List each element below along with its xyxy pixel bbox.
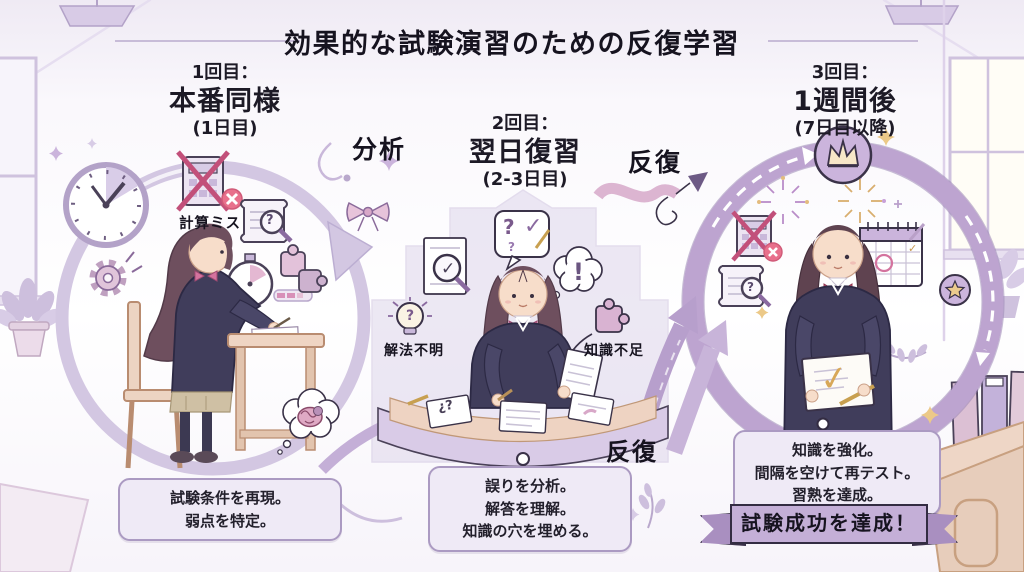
student-2-illustration	[469, 266, 604, 409]
crossed-calculator-small-icon	[731, 210, 783, 262]
crown-badge-icon	[813, 125, 873, 185]
stage2-timing: (2-3日目)	[482, 169, 568, 191]
arrowhead-icon	[668, 296, 698, 334]
plant-icon	[0, 278, 62, 357]
note-line: 解答を理解。	[484, 499, 575, 518]
banner-text: 試験成功を達成！	[730, 504, 928, 544]
repeat-label-top: 反復	[628, 148, 683, 177]
gear-icon	[89, 251, 143, 297]
note-line: 知識を強化。	[791, 441, 882, 459]
cycle-arrowhead-icon	[327, 220, 374, 282]
stage3-name: 1週間後	[793, 85, 897, 117]
magnifier-question-small-glyph: ?	[747, 280, 754, 294]
scroll-magnifier-icon	[240, 199, 293, 243]
document-check-magnifier-icon	[423, 237, 471, 295]
paper-scribble-glyph: ¿?	[436, 397, 455, 416]
issue-tag-method-unknown: 解法不明	[384, 343, 444, 359]
ribbon-bow-icon	[346, 201, 390, 232]
issue-tag-knowledge-gap: 知識不足	[584, 343, 644, 359]
analysis-flourish	[49, 138, 399, 232]
lightbulb-question-icon	[388, 297, 432, 335]
crossed-calculator-icon	[176, 150, 243, 212]
ceiling-light-icon	[58, 0, 136, 27]
ceiling-light-icon	[884, 0, 960, 25]
stage2-desk	[377, 392, 669, 468]
note-line: 間隔を空けて再テスト。	[754, 463, 920, 482]
exclamation-thought-bubble-icon	[546, 246, 603, 306]
window-left	[0, 56, 43, 306]
calendar-check-glyph: ✓	[908, 242, 918, 255]
success-banner: 試験成功を達成！	[700, 504, 958, 550]
note-line: 試験条件を再現。	[169, 489, 290, 507]
error-badge-icon	[763, 242, 783, 262]
analysis-label: 分析	[352, 135, 407, 164]
stage2-name: 翌日復習	[469, 136, 581, 168]
stage1-heading: 1回目： 本番同様 (1日目)	[120, 62, 330, 141]
stage2-heading: 2回目： 翌日復習 (2-3日目)	[420, 113, 630, 192]
speech-bubble-qa-icon	[494, 210, 551, 272]
stage1-note: 試験条件を再現。 弱点を特定。	[118, 478, 342, 541]
desk-corner	[0, 482, 90, 572]
stage2-note: 誤りを分析。 解答を理解。 知識の穴を埋める。	[428, 466, 632, 552]
speech-check-glyph: ✓	[524, 214, 543, 239]
issue-tag-calc-mistake: 計算ミス	[179, 216, 241, 232]
note-line: 習熟を達成。	[791, 486, 882, 504]
stage1-timing: (1日目)	[192, 118, 258, 140]
speech-question-small-glyph: ?	[508, 240, 515, 254]
note-line: 弱点を特定。	[184, 511, 275, 530]
student-1-illustration	[123, 223, 325, 469]
speech-question-glyph: ?	[503, 215, 515, 239]
error-badge-icon	[221, 188, 243, 210]
star-badge-icon	[939, 274, 971, 306]
stage3-heading: 3回目： 1週間後 (7日目以降)	[740, 62, 950, 141]
note-line: 知識の穴を埋める。	[462, 522, 598, 540]
scroll-magnifier-small-icon	[718, 265, 772, 308]
arrowhead-icon	[688, 172, 708, 192]
brain-thought-bubble-icon	[277, 388, 340, 455]
wall-clock-icon	[63, 162, 149, 248]
arrowhead-icon	[698, 320, 728, 356]
student-3-illustration	[779, 225, 897, 475]
stage1-round: 1回目：	[191, 62, 259, 83]
stage1-name: 本番同様	[169, 85, 281, 117]
note-line: 誤りを分析。	[484, 477, 575, 495]
thought-exclamation-glyph: !	[573, 258, 584, 286]
stage3-note: 知識を強化。 間隔を空けて再テスト。 習熟を達成。	[733, 430, 941, 516]
ring-arrow-icon	[976, 352, 990, 366]
repeat-label-bottom: 反復	[606, 438, 658, 466]
lightbulb-question-glyph: ?	[406, 308, 415, 324]
leaf-sprig-icon	[638, 483, 666, 529]
ring-arrow-icon	[802, 147, 818, 165]
magnifier-question-glyph: ?	[266, 213, 274, 228]
certificate-check-glyph: ✓	[817, 357, 852, 401]
stage2-round: 2回目：	[491, 113, 559, 134]
stage3-round: 3回目：	[811, 62, 879, 83]
puzzle-pieces-icon	[280, 244, 328, 293]
repeat-ribbon-top	[593, 172, 708, 226]
magnifier-check-glyph: ✓	[441, 259, 456, 279]
page-title: 効果的な試験演習のための反復学習	[284, 29, 740, 60]
fireworks-icon	[757, 175, 886, 224]
stage3-timing: (7日目以降)	[794, 118, 896, 140]
